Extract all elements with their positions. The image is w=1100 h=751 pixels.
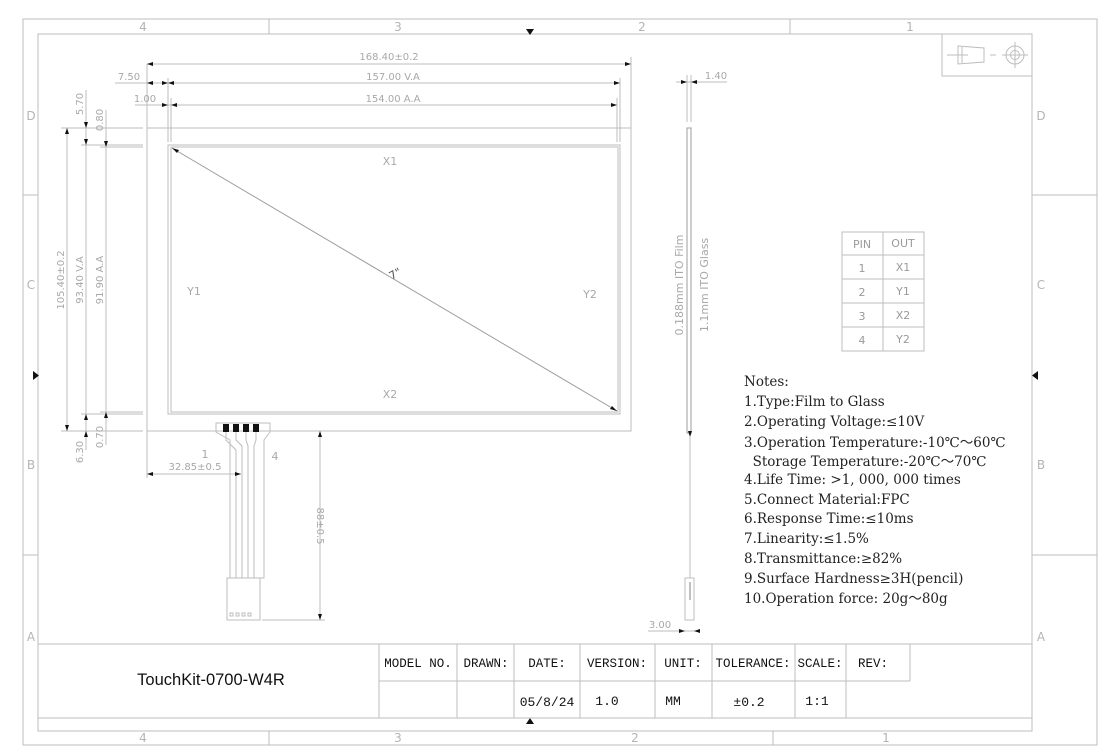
grid-col-bottom-2: 2 [631,731,639,745]
dim-aa-height: 91.90 A.A [95,256,106,305]
diagonal-size-label: 7" [387,265,404,282]
note-item: 1.Type:Film to Glass [744,394,885,410]
date-value: 05/8/24 [520,695,575,710]
pin-table: PIN OUT 1 X1 2 Y1 3 X2 4 Y2 [841,231,925,352]
notes-heading: Notes: [744,374,789,390]
grid-col-bottom-4: 4 [139,731,147,745]
note-item: 4.Life Time: >1, 000, 000 times [744,472,961,488]
grid-col-top-1: 1 [906,20,914,34]
grid-row-left-A: A [27,630,36,644]
date-label: DATE: [528,657,566,671]
note-item: Storage Temperature:-20℃～70℃ [744,454,986,470]
note-item: 5.Connect Material:FPC [744,492,910,508]
grid-col-bottom-3: 3 [394,731,402,745]
rev-label: REV: [858,657,888,671]
grid-row-left-D: D [26,109,35,123]
note-item: 10.Operation force: 20g～80g [744,591,948,607]
pin-table-cell: 3 [859,310,866,323]
scale-label: SCALE: [797,657,842,671]
center-mark-bottom-icon [526,718,534,724]
electrode-label-y2: Y2 [582,288,597,301]
third-angle-projection-icon [947,42,1028,68]
tolerance-label: TOLERANCE: [715,657,790,671]
pin-table-cell: X1 [896,261,911,274]
fpc-pin-4-label: 4 [272,450,279,463]
pin-table-cell: Y1 [895,285,910,298]
grid-col-top-3: 3 [394,20,402,34]
version-value: 1.0 [595,694,618,709]
note-item: 9.Surface Hardness≥3H(pencil) [744,571,963,587]
pin-table-cell: 4 [859,334,866,347]
electrode-label-x1: X1 [383,155,398,168]
note-item: 3.Operation Temperature:-10℃～60℃ [744,435,1006,451]
center-mark-left-icon [33,371,39,380]
note-item: 7.Linearity:≤1.5% [744,531,869,547]
grid-row-right-A: A [1037,630,1046,644]
dim-left-offset-va: 7.50 [118,72,140,83]
fpc-pad-4 [253,424,259,432]
dim-side-tail: 3.00 [649,620,671,631]
dim-overall-height: 105.40±0.2 [56,250,67,309]
note-item: 2.Operating Voltage:≤10V [744,414,925,430]
electrode-label-x2: X2 [383,388,398,401]
dim-aa-width: 154.00 A.A [366,94,421,105]
drawing-frame [22,18,1098,746]
dim-top-offset-aa: 0.80 [95,109,106,131]
fpc-pad-3 [243,424,249,432]
center-mark-right-icon [1032,371,1038,380]
unit-value: MM [665,694,681,709]
layer-film-label: 0.188mm ITO Film [673,235,686,336]
grid-labels: 4 3 2 1 4 3 2 1 D C B A D C B A [26,20,1046,745]
dim-fpc-length: 88±0.5 [314,507,325,544]
fpc-pad-2 [233,424,239,432]
pin-table-cell: 2 [859,286,866,299]
vertical-dimensions: 105.40±0.2 93.40 V.A 5.70 6.30 91.90 A.A… [56,90,143,463]
dim-overall-width: 168.40±0.2 [359,52,418,63]
grid-row-right-D: D [1036,109,1045,123]
dim-va-width: 157.00 V.A [366,72,420,83]
pin-table-cell: Y2 [895,333,910,346]
title-block: TouchKit-0700-W4R MODEL NO. DRAWN: DATE:… [38,643,1032,719]
pin-table-cell: X2 [896,309,911,322]
drawing-title: TouchKit-0700-W4R [137,671,285,689]
horizontal-dimensions: 168.40±0.2 7.50 157.00 V.A 1.00 154.00 A… [115,52,632,142]
dim-bottom-offset-aa: 0.70 [95,426,106,448]
note-item: 8.Transmittance:≥82% [744,551,902,567]
center-mark-top-icon [526,29,534,35]
side-view: 1.40 3.00 0.188mm ITO Film 1.1mm ITO Gla… [648,71,727,633]
grid-row-right-B: B [1037,458,1045,472]
grid-row-right-C: C [1037,278,1045,292]
drawn-label: DRAWN: [463,657,508,671]
grid-col-bottom-1: 1 [882,731,890,745]
scale-value: 1:1 [805,694,829,709]
dim-left-offset-aa: 1.00 [134,94,156,105]
grid-row-left-C: C [27,278,35,292]
dim-bottom-offset-va: 6.30 [75,441,86,463]
grid-row-left-B: B [27,458,35,472]
layer-glass-label: 1.1mm ITO Glass [698,238,711,333]
notes-block: Notes: 1.Type:Film to Glass 2.Operating … [744,374,1006,607]
pin-table-header-pin: PIN [853,238,871,251]
grid-col-top-2: 2 [638,20,646,34]
pin-table-header-out: OUT [891,237,915,250]
tolerance-value: ±0.2 [733,695,764,710]
projection-symbol [941,33,1033,77]
model-no-label: MODEL NO. [384,657,452,671]
dim-va-height: 93.40 V.A [75,256,86,304]
fpc-connector: 1 4 32.85±0.5 88±0.5 [146,422,325,621]
fpc-pad-1 [223,424,229,432]
front-view: X1 X2 Y1 Y2 7" 168.40±0.2 7.50 157.00 V.… [56,52,632,621]
version-label: VERSION: [587,657,647,671]
note-item: 6.Response Time:≤10ms [744,511,914,527]
pin-table-cell: 1 [859,262,866,275]
electrode-label-y1: Y1 [186,285,201,298]
grid-col-top-4: 4 [139,20,147,34]
fpc-pin-1-label: 1 [202,448,209,461]
dim-side-thickness: 1.40 [705,71,727,82]
dim-top-offset-va: 5.70 [75,93,86,115]
dim-fpc-offset: 32.85±0.5 [169,462,222,473]
unit-label: UNIT: [664,657,702,671]
